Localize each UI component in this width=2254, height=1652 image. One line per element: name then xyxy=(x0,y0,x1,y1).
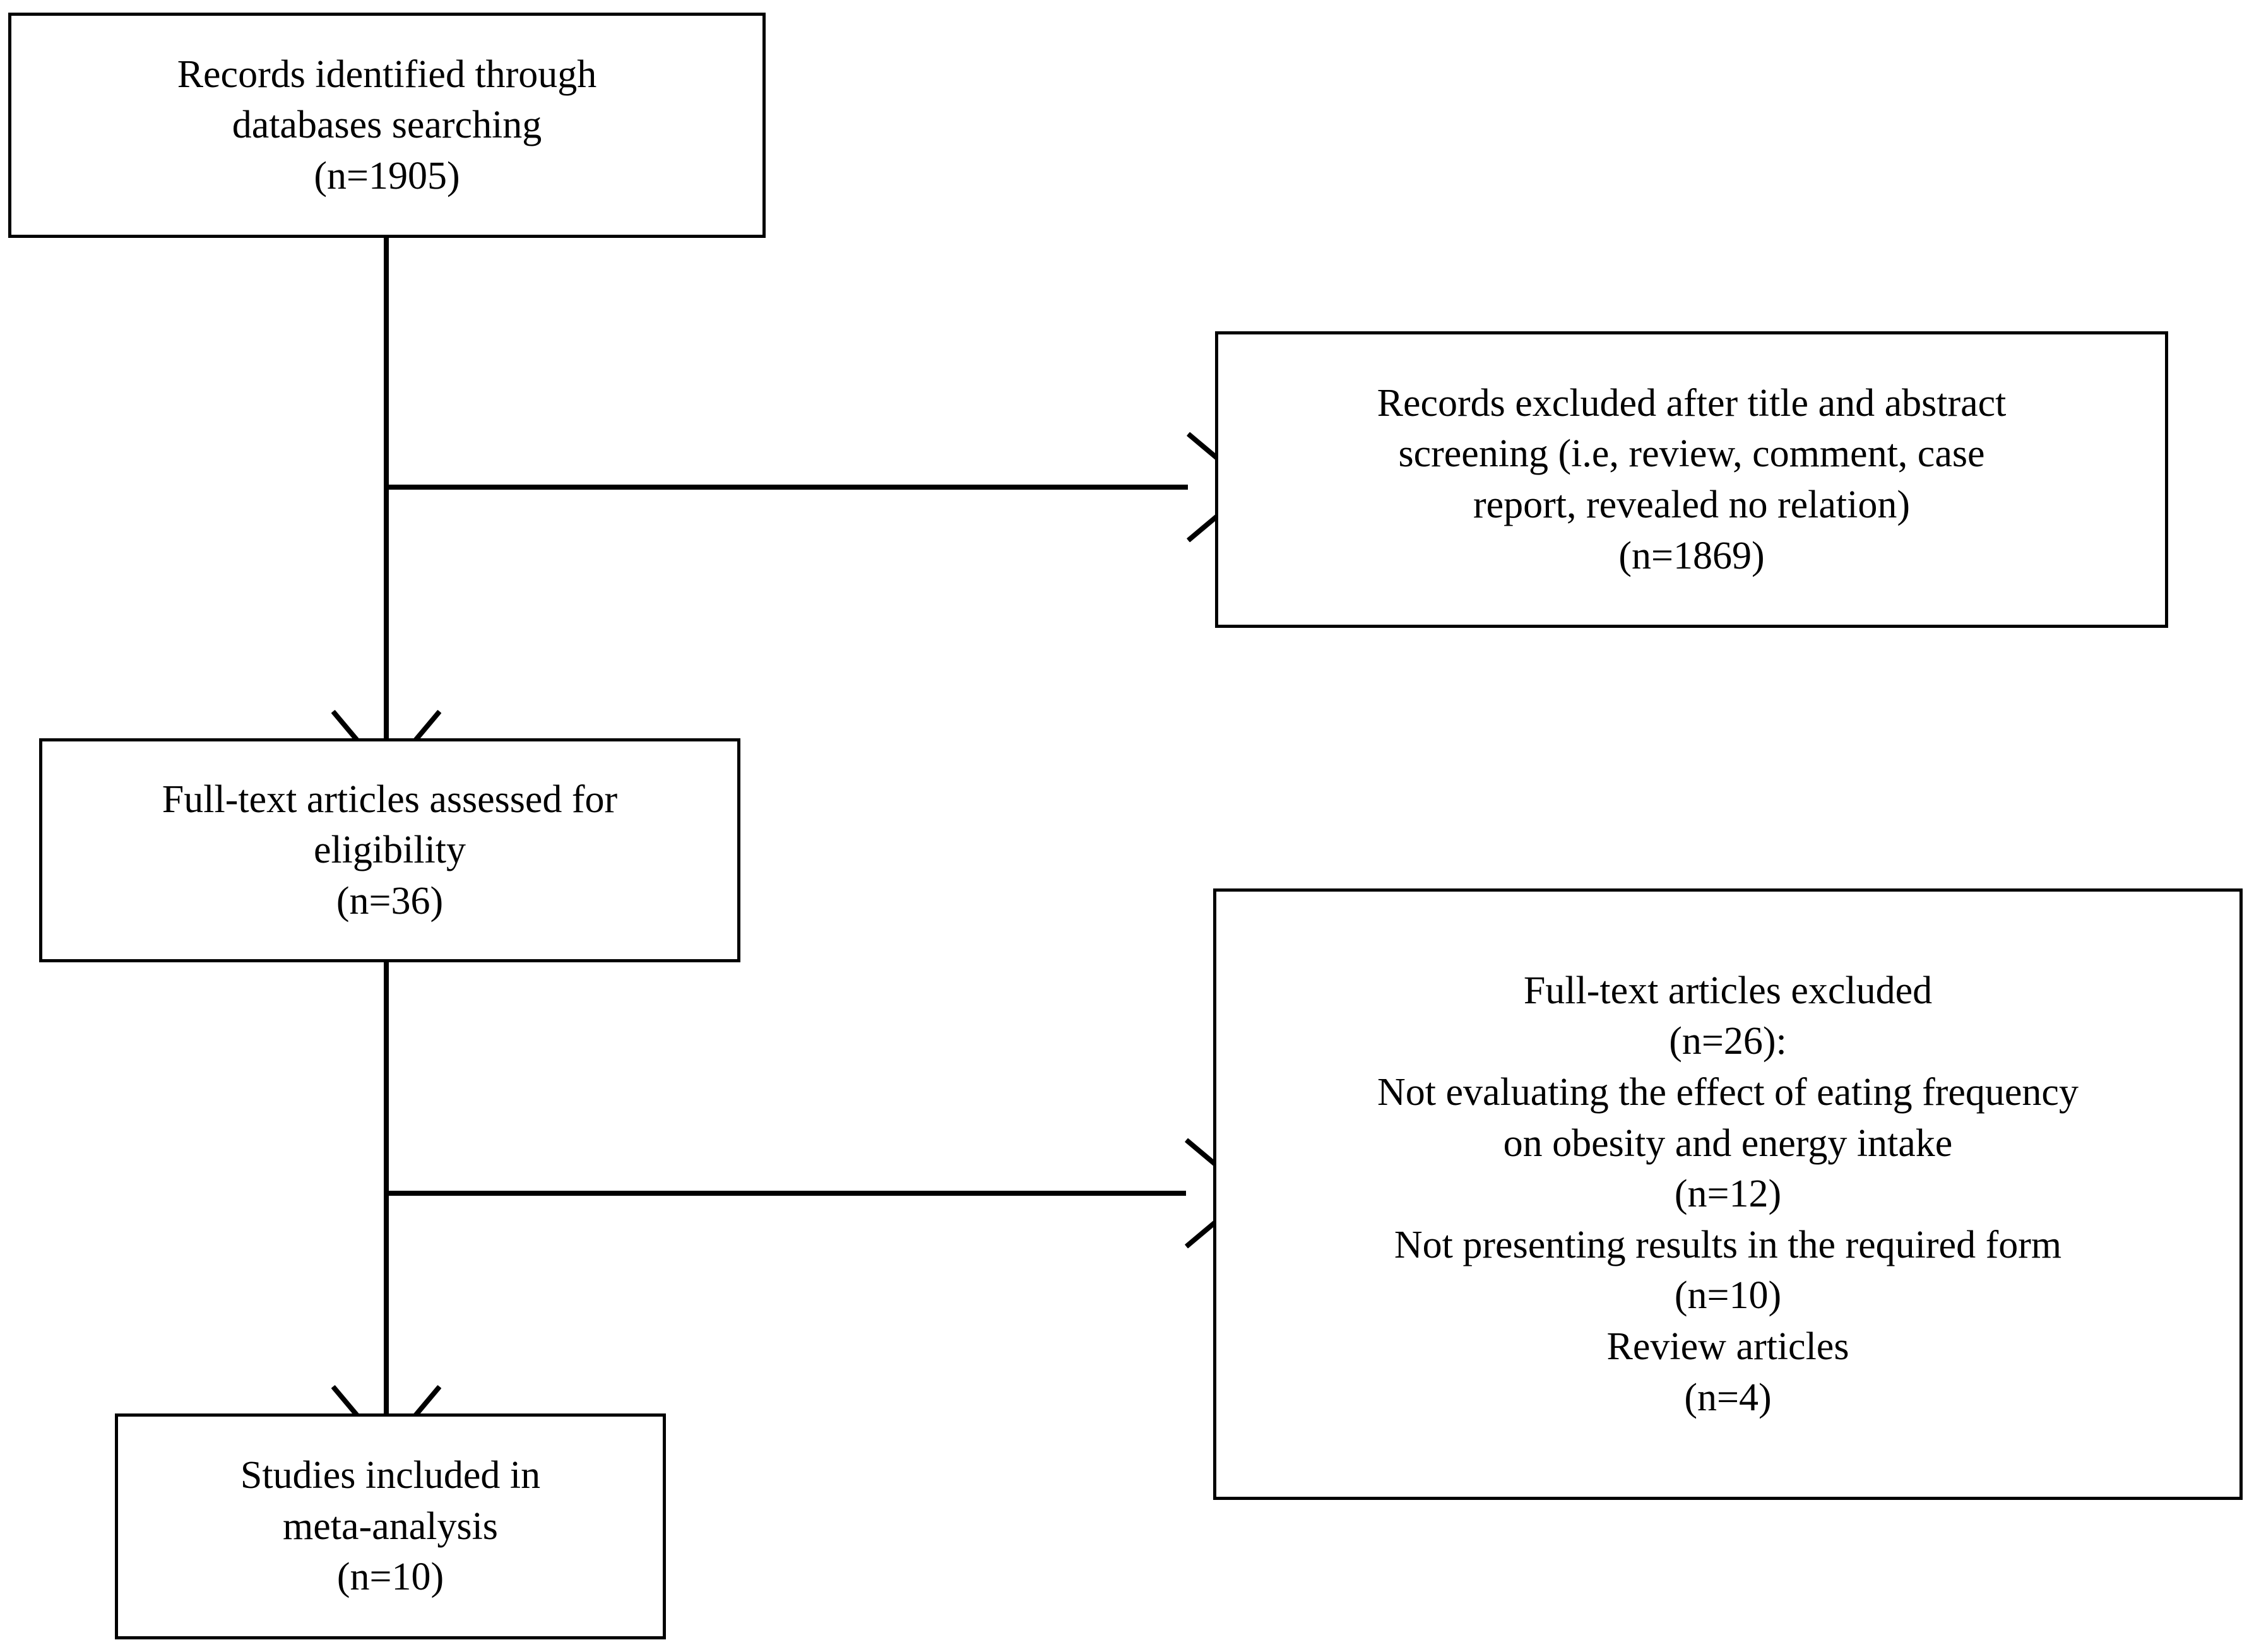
node-fulltext-excluded-count-total: (n=26): xyxy=(1669,1020,1787,1063)
node-records-excluded-title-abstract-line-3: report, revealed no relation) xyxy=(1473,483,1910,526)
edge-identified-to-excluded-ta-line xyxy=(384,485,1188,490)
node-fulltext-assessed-line-1: Full-text articles assessed for xyxy=(162,777,618,821)
node-records-excluded-title-abstract-count: (n=1869) xyxy=(1618,534,1765,577)
node-records-identified: Records identified through databases sea… xyxy=(8,13,766,238)
node-studies-included-count: (n=10) xyxy=(336,1555,444,1599)
node-records-excluded-title-abstract-line-2: screening (i.e, review, comment, case xyxy=(1398,432,1985,476)
node-studies-included-line-1: Studies included in xyxy=(240,1454,541,1497)
node-fulltext-excluded-reason-1-line-1: Not evaluating the effect of eating freq… xyxy=(1377,1071,2079,1114)
edge-fulltext-to-excluded-ft-line xyxy=(384,1191,1186,1196)
node-fulltext-excluded-reason-2: Not presenting results in the required f… xyxy=(1394,1223,2062,1266)
node-fulltext-excluded-reason-1-line-2: on obesity and energy intake xyxy=(1503,1121,1953,1165)
node-fulltext-excluded-line-1: Full-text articles excluded xyxy=(1523,969,1933,1012)
node-fulltext-assessed: Full-text articles assessed for eligibil… xyxy=(39,738,740,962)
node-fulltext-excluded-reason-1-count: (n=12) xyxy=(1674,1172,1782,1216)
node-records-excluded-title-abstract: Records excluded after title and abstrac… xyxy=(1215,331,2168,628)
node-studies-included: Studies included in meta-analysis (n=10) xyxy=(115,1413,666,1639)
node-records-excluded-title-abstract-line-1: Records excluded after title and abstrac… xyxy=(1377,381,2007,425)
edge-fulltext-to-included-line xyxy=(384,962,389,1413)
node-fulltext-assessed-line-2: eligibility xyxy=(313,829,466,872)
node-records-identified-line-1: Records identified through xyxy=(177,52,597,96)
node-fulltext-assessed-count: (n=36) xyxy=(336,879,444,923)
node-fulltext-excluded: Full-text articles excluded (n=26): Not … xyxy=(1213,888,2243,1500)
node-studies-included-line-2: meta-analysis xyxy=(283,1504,498,1548)
node-fulltext-excluded-reason-2-count: (n=10) xyxy=(1674,1274,1782,1318)
node-records-identified-count: (n=1905) xyxy=(314,154,460,198)
node-fulltext-excluded-reason-3-count: (n=4) xyxy=(1684,1376,1772,1419)
node-records-identified-line-2: databases searching xyxy=(232,103,542,147)
node-fulltext-excluded-reason-3: Review articles xyxy=(1606,1325,1849,1368)
